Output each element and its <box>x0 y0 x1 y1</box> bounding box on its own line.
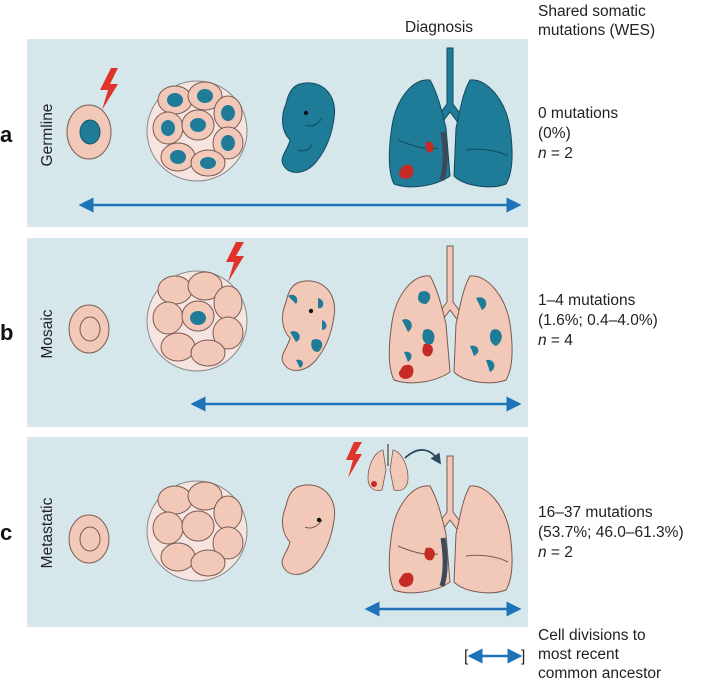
morula-icon <box>146 480 248 582</box>
n-value: = 2 <box>546 544 573 561</box>
panel-letter-b: b <box>0 320 14 345</box>
n-symbol: n <box>538 332 547 349</box>
panel-letter-c: c <box>0 520 13 545</box>
single-cell-icon <box>66 104 112 160</box>
shared-mutations-header: Shared somatic mutations (WES) <box>538 2 655 40</box>
primary-lungs-icon <box>367 444 409 491</box>
lungs-icon <box>388 455 513 594</box>
shared-mutations-header-line2: mutations (WES) <box>538 22 656 39</box>
n-symbol: n <box>538 544 547 561</box>
germline-mutation-info: 0 mutations (0%) n = 2 <box>538 104 618 164</box>
lightning-icon <box>226 242 244 282</box>
sample-count: n = 2 <box>538 543 684 563</box>
sample-count: n = 2 <box>538 144 618 164</box>
morula-icon <box>146 80 248 182</box>
mosaic-mutation-info: 1–4 mutations (1.6%; 0.4–4.0%) n = 4 <box>538 291 658 351</box>
metastatic-illustrations <box>68 442 513 594</box>
legend-bracket-open: [ <box>464 648 469 665</box>
sample-count: n = 4 <box>538 331 658 351</box>
single-cell-icon <box>68 514 110 564</box>
embryo-icon <box>281 82 336 173</box>
mutation-percent: (1.6%; 0.4–4.0%) <box>538 312 658 329</box>
lungs-icon <box>388 47 513 188</box>
mutation-count: 1–4 mutations <box>538 292 636 309</box>
mosaic-illustrations <box>68 242 513 384</box>
mutation-percent: (53.7%; 46.0–61.3%) <box>538 524 684 541</box>
panel-letter-a: a <box>0 122 13 147</box>
n-symbol: n <box>538 145 547 162</box>
mutation-count: 0 mutations <box>538 105 619 122</box>
lightning-icon <box>346 442 362 478</box>
morula-icon <box>146 270 248 372</box>
mutation-count: 16–37 mutations <box>538 504 653 521</box>
lungs-icon <box>388 245 513 384</box>
shared-mutations-header-line1: Shared somatic <box>538 3 646 20</box>
mutation-percent: (0%) <box>538 125 571 142</box>
embryo-icon <box>281 484 336 575</box>
legend-line2: most recent <box>538 646 619 663</box>
n-value: = 4 <box>546 332 573 349</box>
single-cell-icon <box>68 304 110 354</box>
metastasis-arrow <box>404 449 441 465</box>
lightning-icon <box>100 68 118 110</box>
legend-line3: common ancestor <box>538 665 662 682</box>
n-value: = 2 <box>546 145 573 162</box>
legend-bracket-close: ] <box>521 648 526 665</box>
germline-illustrations <box>66 47 513 188</box>
diagnosis-label: Diagnosis <box>405 19 474 36</box>
legend-line1: Cell divisions to <box>538 627 646 644</box>
legend-text: Cell divisions to most recent common anc… <box>538 626 661 683</box>
metastatic-mutation-info: 16–37 mutations (53.7%; 46.0–61.3%) n = … <box>538 503 684 563</box>
embryo-icon <box>281 280 336 371</box>
